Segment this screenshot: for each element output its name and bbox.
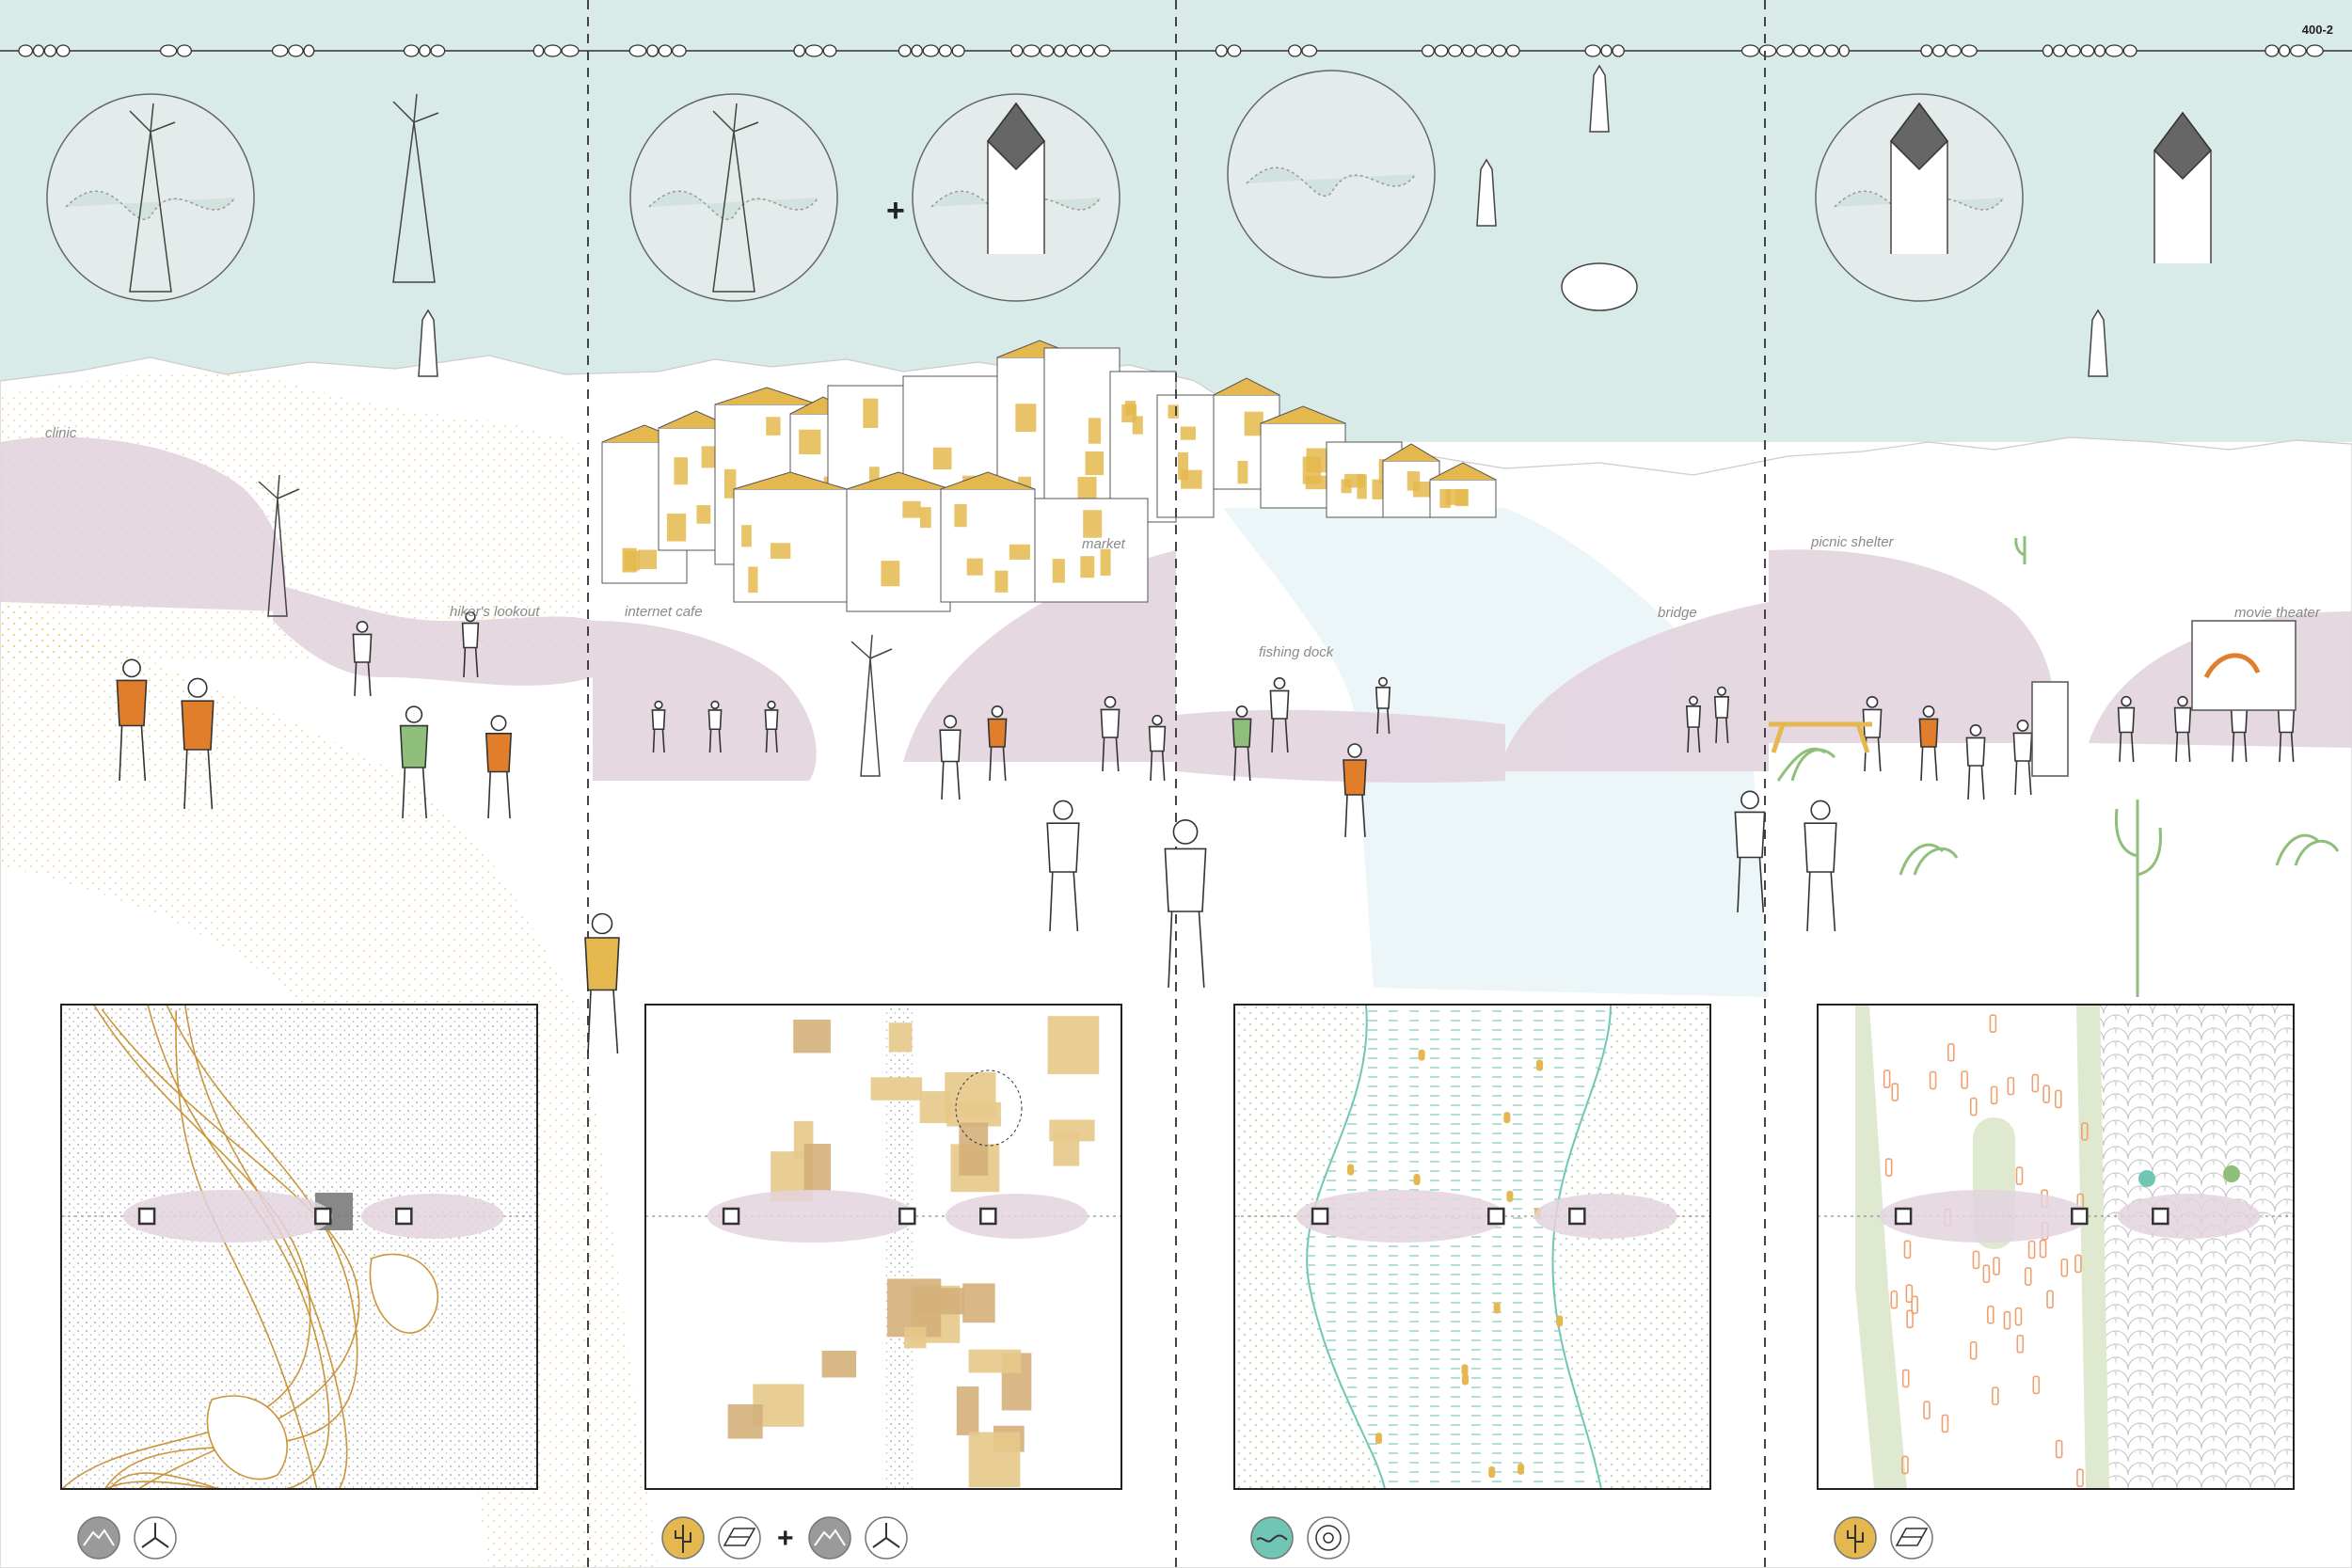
- solar-panel-icon: [1890, 1516, 1933, 1560]
- solar-panel-icon: [718, 1516, 761, 1560]
- bubble-cafe: [593, 621, 817, 781]
- label-hikers-lookout: hiker's lookout: [450, 604, 540, 620]
- bubble-picnic: [1769, 549, 2055, 743]
- water-wheel-icon: [1307, 1516, 1350, 1560]
- bubble-clinic: [0, 436, 286, 611]
- site-plans: +: [60, 1004, 2295, 1560]
- panel-dividers: [587, 0, 1766, 1568]
- ground-turbines: [258, 474, 893, 777]
- label-internet-cafe: internet cafe: [625, 604, 703, 620]
- label-clinic: clinic: [45, 425, 77, 441]
- label-fishing-dock: fishing dock: [1259, 644, 1334, 660]
- wind-turbine-icon: [865, 1516, 908, 1560]
- svg-text:+: +: [886, 193, 905, 229]
- water-icon: [1250, 1516, 1294, 1560]
- mountain-icon: [77, 1516, 120, 1560]
- bubble-dock: [1176, 709, 1505, 783]
- label-bridge: bridge: [1658, 605, 1697, 621]
- mountain-icon: [808, 1516, 851, 1560]
- sheet-number: 400-2: [2301, 23, 2333, 37]
- cactus-icon: [661, 1516, 705, 1560]
- wind-turbine-icon: [134, 1516, 177, 1560]
- label-movie-theater: movie theater: [2234, 605, 2320, 621]
- svg-text:+: +: [777, 1523, 794, 1554]
- bubble-lookout: [273, 583, 593, 686]
- desert-vegetation: [1776, 536, 2340, 997]
- tech-vignettes: +: [46, 64, 2212, 377]
- people-figures: [116, 610, 2296, 1054]
- bubble-bridge: [1505, 602, 1769, 771]
- hillside-town: [601, 340, 1497, 612]
- top-bead-line: [0, 44, 2352, 57]
- cactus-icon: [1834, 1516, 1877, 1560]
- label-market: market: [1082, 536, 1125, 552]
- label-picnic-shelter: picnic shelter: [1811, 534, 1894, 550]
